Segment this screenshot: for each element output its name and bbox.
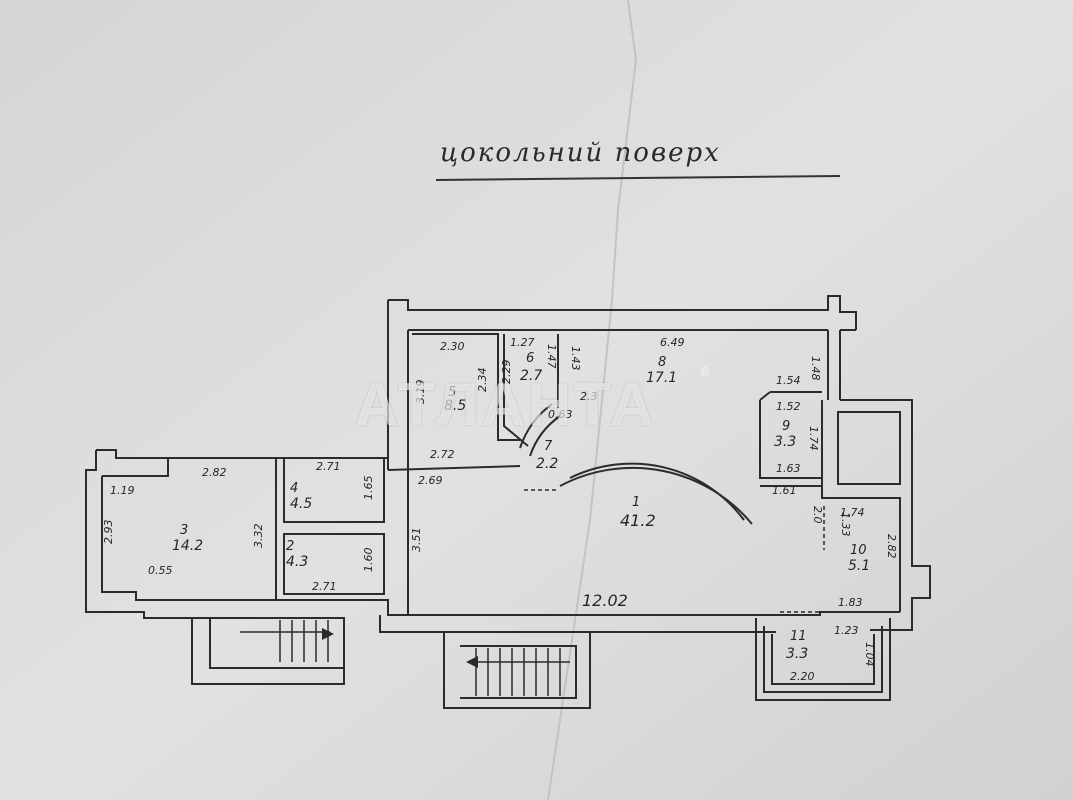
dim-label: 6.49 — [660, 336, 685, 349]
room-1-area: 41.2 — [620, 511, 656, 530]
dim-label: 1.61 — [772, 484, 797, 497]
stair-arrow-icon — [466, 656, 478, 668]
dim-label: 1.83 — [838, 596, 863, 609]
paper-fold — [547, 0, 638, 800]
dim-label: 2.20 — [790, 670, 815, 683]
room-8-area: 17.1 — [646, 370, 677, 386]
room-2-number: 2 — [286, 539, 294, 554]
room-6-area: 2.7 — [520, 368, 542, 384]
arc-walls — [519, 403, 753, 525]
dim-label: 1.54 — [776, 374, 801, 387]
dim-label: 2.71 — [316, 460, 341, 473]
dim-label: 2.72 — [430, 448, 455, 461]
room-3-number: 3 — [180, 523, 188, 538]
dim-label: 1.60 — [362, 548, 375, 573]
room-9-number: 9 — [782, 419, 790, 434]
dim-label: 1.19 — [110, 484, 135, 497]
room-4-number: 4 — [290, 481, 298, 496]
dim-label: 2.71 — [312, 580, 337, 593]
room-5-number: 5 — [448, 385, 456, 400]
dim-label: 2.69 — [418, 474, 443, 487]
stair-arrow-icon — [322, 628, 334, 640]
dim-label: 1.43 — [569, 346, 582, 371]
dim-label: 1.33 — [839, 512, 852, 537]
stair-treads — [240, 620, 570, 696]
room-8-number: 8 — [658, 355, 666, 370]
dim-label: 3.32 — [252, 524, 265, 549]
room-4-area: 4.5 — [290, 496, 312, 512]
dim-label: 0.63 — [548, 408, 573, 421]
room-1-number: 1 — [632, 495, 640, 510]
watermark-logo: АТЛАНТА — [355, 371, 657, 438]
dim-label: 3.19 — [414, 380, 427, 405]
dim-label: 2.30 — [440, 340, 465, 353]
dim-label: 2.82 — [202, 466, 227, 479]
room-6-number: 6 — [526, 351, 534, 366]
dim-label: 1.74 — [807, 426, 820, 451]
room-11-number: 11 — [790, 629, 807, 644]
dim-label: 12.02 — [582, 591, 628, 610]
title-underline — [435, 175, 841, 181]
dim-label: 1.63 — [776, 462, 801, 475]
room-7-area: 2.2 — [536, 456, 558, 472]
dim-label: 0.55 — [148, 564, 173, 577]
room-5-area: 8.5 — [444, 398, 466, 414]
dim-label: 1.48 — [809, 356, 822, 381]
room-2-area: 4.3 — [286, 554, 308, 570]
dim-label: 3.51 — [410, 528, 423, 553]
room-10-number: 10 — [850, 543, 867, 558]
watermark-registered-mark: ® — [700, 364, 710, 379]
dim-label: 1.52 — [776, 400, 801, 413]
dim-label: 2.34 — [476, 368, 489, 393]
dim-label: 2.0 — [811, 506, 824, 524]
dim-label: 1.04 — [863, 642, 876, 667]
room-7-number: 7 — [544, 439, 553, 454]
dim-label: 2.93 — [102, 520, 115, 545]
room-3-area: 14.2 — [172, 538, 203, 554]
dim-label: 1.74 — [840, 506, 865, 519]
dim-label: 1.47 — [545, 344, 558, 369]
walls — [85, 295, 931, 709]
room-9-area: 3.3 — [774, 434, 796, 450]
dim-label: 1.23 — [834, 624, 859, 637]
dimension-labels: 2.30 1.27 6.49 1.48 3.19 2.34 2.29 1.47 … — [102, 336, 898, 683]
dim-label: 1.27 — [510, 336, 535, 349]
dim-label: 2.29 — [500, 360, 513, 385]
room-11-area: 3.3 — [786, 646, 808, 662]
dim-label: 2.3 — [580, 390, 598, 403]
room-10-area: 5.1 — [848, 558, 870, 574]
openings — [524, 489, 825, 613]
dim-label: 1.65 — [362, 476, 375, 501]
plan-title: цокольний поверх — [440, 138, 721, 168]
room-labels: 1 41.2 2 4.3 3 14.2 4 4.5 5 8.5 6 2.7 7 … — [172, 351, 870, 662]
dim-label: 2.82 — [885, 534, 898, 559]
